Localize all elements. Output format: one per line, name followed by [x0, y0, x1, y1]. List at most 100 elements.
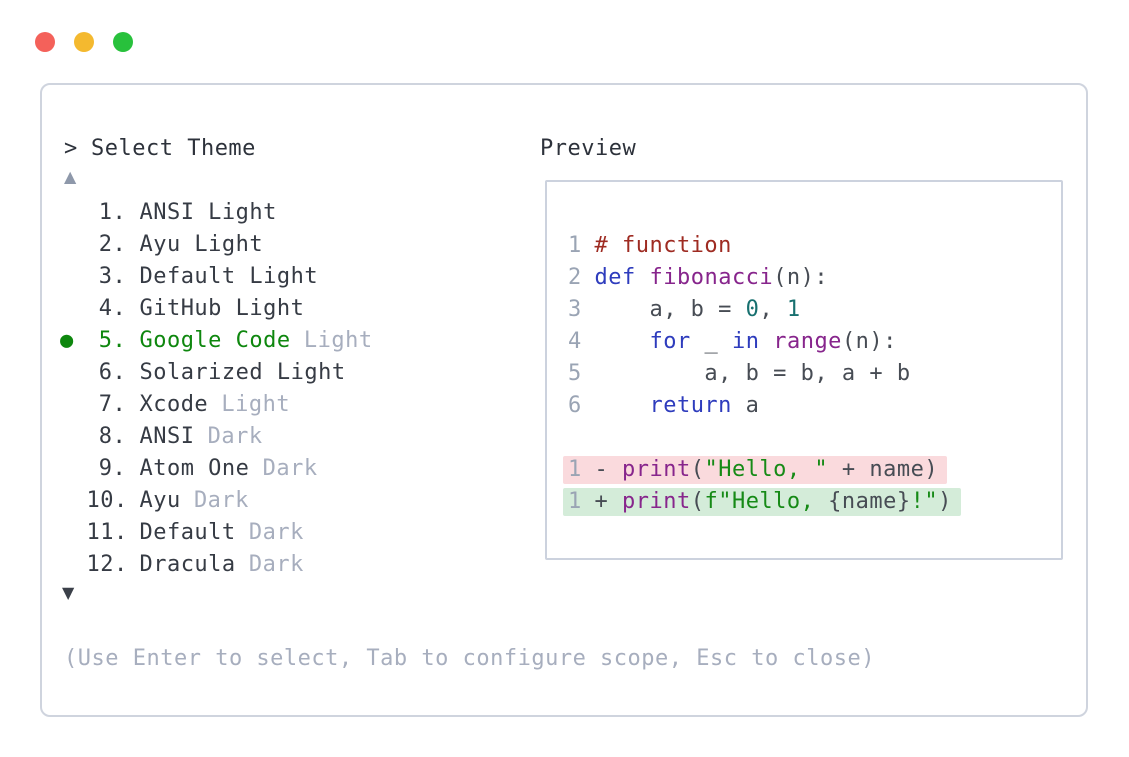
- diff-added-line: 1+ print(f"Hello, {name}!"): [563, 486, 961, 518]
- theme-item-ansi-light[interactable]: 1. ANSI Light: [60, 197, 373, 229]
- code-line: 1 # function: [568, 230, 961, 262]
- theme-item-default-light[interactable]: 3. Default Light: [60, 261, 373, 293]
- item-suffix: Dark: [193, 488, 249, 513]
- code-token: a, b =: [594, 297, 746, 322]
- code-token: for: [649, 329, 691, 354]
- item-label: Ayu: [139, 488, 181, 513]
- item-suffix: Dark: [248, 520, 304, 545]
- theme-list: 1. ANSI Light 2. Ayu Light 3. Default Light…: [60, 197, 373, 581]
- item-label: Xcode: [139, 392, 209, 417]
- code-token: [594, 329, 649, 354]
- code-token: ): [938, 489, 952, 514]
- page-title: Select Theme: [90, 136, 256, 161]
- maximize-button[interactable]: [113, 32, 133, 52]
- line-number: 4: [568, 329, 582, 354]
- item-label: Atom One: [139, 456, 250, 481]
- item-number: 6.: [98, 360, 127, 385]
- diff-removed-line: 1- print("Hello, " + name): [563, 454, 961, 486]
- code-token: [636, 265, 650, 290]
- item-number: 10.: [86, 488, 128, 513]
- scroll-up-icon[interactable]: ▲: [64, 167, 77, 186]
- code-token: _: [690, 329, 732, 354]
- item-label: ANSI Light: [139, 200, 277, 225]
- prompt-title: > Select Theme: [64, 133, 256, 165]
- code-token: + name): [828, 457, 939, 482]
- item-label: Google Code: [139, 328, 291, 353]
- diff-plus-sign: +: [594, 489, 622, 514]
- diff-removed-highlight: 1- print("Hello, " + name): [563, 456, 948, 484]
- prompt-caret-icon: >: [64, 136, 78, 161]
- theme-item-ayu-light[interactable]: 2. Ayu Light: [60, 229, 373, 261]
- code-token: def: [594, 265, 636, 290]
- theme-item-default-dark[interactable]: 11. Default Dark: [60, 517, 373, 549]
- item-label: Default: [139, 520, 236, 545]
- selected-bullet-icon: ●: [60, 328, 74, 353]
- code-token: (: [690, 489, 705, 514]
- preview-label: Preview: [540, 136, 637, 161]
- item-number: 1.: [98, 200, 127, 225]
- item-suffix: Dark: [207, 424, 263, 449]
- code-token: [594, 393, 649, 418]
- help-text: (Use Enter to select, Tab to configure s…: [64, 646, 875, 671]
- line-number: 1: [568, 457, 582, 482]
- code-token: (n):: [841, 329, 897, 354]
- item-label: Ayu Light: [139, 232, 264, 257]
- theme-item-ansi-dark[interactable]: 8. ANSI Dark: [60, 421, 373, 453]
- code-token: "Hello, ": [704, 457, 829, 482]
- item-number: 8.: [98, 424, 127, 449]
- theme-selector-panel: > Select Theme ▲ 1. ANSI Light 2. Ayu Light…: [40, 83, 1088, 717]
- code-token: a: [731, 393, 760, 418]
- theme-item-atom-one-dark[interactable]: 9. Atom One Dark: [60, 453, 373, 485]
- code-line: 6 return a: [568, 390, 961, 422]
- item-label: GitHub Light: [139, 296, 305, 321]
- code-token: 0: [745, 297, 760, 322]
- line-number: 3: [568, 297, 582, 322]
- code-token: # function: [594, 233, 732, 258]
- scroll-down-icon[interactable]: ▼: [62, 583, 75, 602]
- item-label: Default Light: [139, 264, 319, 289]
- item-number: 11.: [86, 520, 128, 545]
- minimize-button[interactable]: [74, 32, 94, 52]
- code-token: (: [690, 457, 705, 482]
- code-token: return: [649, 393, 732, 418]
- theme-item-github-light[interactable]: 4. GitHub Light: [60, 293, 373, 325]
- code-token: print: [621, 489, 691, 514]
- item-suffix: Dark: [262, 456, 318, 481]
- code-token: f"Hello,: [704, 489, 829, 514]
- item-number: 2.: [98, 232, 127, 257]
- theme-item-ayu-dark[interactable]: 10. Ayu Dark: [60, 485, 373, 517]
- line-number: 1: [568, 233, 582, 258]
- code-line: 4 for _ in range(n):: [568, 326, 961, 358]
- code-token: print: [621, 457, 691, 482]
- code-token: [759, 329, 773, 354]
- code-line: 3 a, b = 0, 1: [568, 294, 961, 326]
- item-number: 7.: [98, 392, 127, 417]
- line-number: 6: [568, 393, 582, 418]
- item-suffix: Light: [303, 328, 373, 353]
- item-number: 9.: [98, 456, 127, 481]
- item-label: Solarized Light: [139, 360, 346, 385]
- item-label: ANSI: [139, 424, 195, 449]
- item-suffix: Light: [221, 392, 291, 417]
- code-token: 1: [786, 297, 801, 322]
- code-token: in: [731, 329, 760, 354]
- code-token: !": [910, 489, 939, 514]
- code-token: (n):: [773, 265, 829, 290]
- code-line: 5 a, b = b, a + b: [568, 358, 961, 390]
- diff-minus-sign: -: [594, 457, 622, 482]
- item-number: 3.: [98, 264, 127, 289]
- item-number: 4.: [98, 296, 127, 321]
- blank-line: [568, 422, 961, 454]
- line-number: 1: [568, 489, 582, 514]
- close-button[interactable]: [35, 32, 55, 52]
- item-suffix: Dark: [248, 552, 304, 577]
- line-number: 5: [568, 361, 582, 386]
- theme-item-xcode-light[interactable]: 7. Xcode Light: [60, 389, 373, 421]
- theme-item-solarized-light[interactable]: 6. Solarized Light: [60, 357, 373, 389]
- window-controls: [35, 32, 133, 52]
- item-number: 12.: [86, 552, 128, 577]
